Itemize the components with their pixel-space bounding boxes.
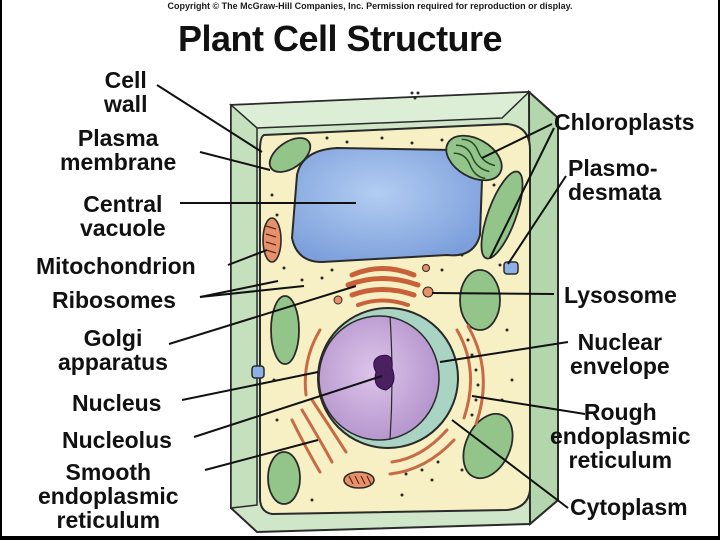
label-golgi-line1: Golgi (83, 325, 143, 351)
label-plasmodesmata: Plasmo- desmata (568, 156, 661, 204)
label-lysosome: Lysosome (564, 282, 677, 308)
plasmodesmata (251, 261, 519, 379)
label-smooth-er-line1: Smooth (65, 459, 152, 485)
label-chloroplasts: Chloroplasts (554, 109, 695, 135)
leader-lines (156, 84, 586, 509)
chloroplast-bottom-right (462, 412, 514, 480)
label-nuclear-envelope: Nuclear envelope (570, 330, 670, 378)
vesicle (422, 264, 430, 272)
ribosome-dots (270, 91, 514, 502)
label-central-vacuole: Central vacuole (80, 192, 166, 240)
copyright-notice: Copyright © The McGraw-Hill Companies, I… (167, 1, 573, 11)
page-title: Plant Cell Structure (178, 18, 503, 59)
mitochondrion-left (262, 217, 282, 263)
vesicle (333, 295, 343, 305)
label-plasmodesmata-line1: Plasmo- (568, 155, 658, 181)
smooth-endoplasmic-reticulum (290, 398, 348, 474)
label-smooth-er-line2: endoplasmic (38, 483, 179, 509)
label-rough-er-line2: endoplasmic (550, 423, 691, 449)
mitochondrion-bottom (343, 471, 375, 489)
label-central-vacuole-line1: Central (83, 191, 163, 217)
label-plasmodesmata-line2: desmata (568, 179, 662, 205)
chloroplast-top-right (445, 134, 503, 182)
chloroplast-bottom-left (267, 451, 301, 505)
label-ribosomes: Ribosomes (52, 287, 176, 313)
label-smooth-er-line3: reticulum (56, 507, 161, 533)
chloroplast-right-mid (480, 170, 524, 260)
label-nuclear-envelope-line2: envelope (570, 353, 670, 379)
label-plasma-membrane-line1: Plasma (77, 125, 159, 151)
label-cytoplasm: Cytoplasm (570, 494, 688, 520)
nucleolus (373, 354, 395, 391)
chloroplast-top-left (268, 137, 312, 173)
label-cell-wall-line1: Cell (104, 67, 147, 93)
label-nucleolus: Nucleolus (62, 427, 172, 453)
golgi-apparatus (345, 266, 421, 307)
central-vacuole (290, 146, 484, 264)
label-golgi-line2: apparatus (58, 349, 168, 375)
label-mitochondrion: Mitochondrion (36, 253, 196, 279)
label-plasma-membrane: Plasma membrane (60, 126, 176, 174)
label-smooth-er: Smooth endoplasmic reticulum (38, 460, 179, 532)
label-central-vacuole-line2: vacuole (80, 215, 166, 241)
label-plasma-membrane-line2: membrane (60, 149, 177, 175)
label-rough-er: Rough endoplasmic reticulum (550, 400, 691, 472)
label-nuclear-envelope-line1: Nuclear (577, 329, 663, 355)
label-rough-er-line1: Rough (583, 399, 657, 425)
label-cell-wall: Cell wall (104, 68, 147, 116)
lysosome (422, 286, 434, 298)
label-cell-wall-line2: wall (104, 91, 148, 117)
rough-endoplasmic-reticulum (303, 324, 485, 476)
label-golgi-apparatus: Golgi apparatus (58, 326, 168, 374)
label-rough-er-line3: reticulum (568, 447, 673, 473)
chloroplast-right-low (459, 269, 501, 331)
chloroplast-left-low (270, 295, 300, 365)
label-nucleus: Nucleus (72, 390, 162, 416)
